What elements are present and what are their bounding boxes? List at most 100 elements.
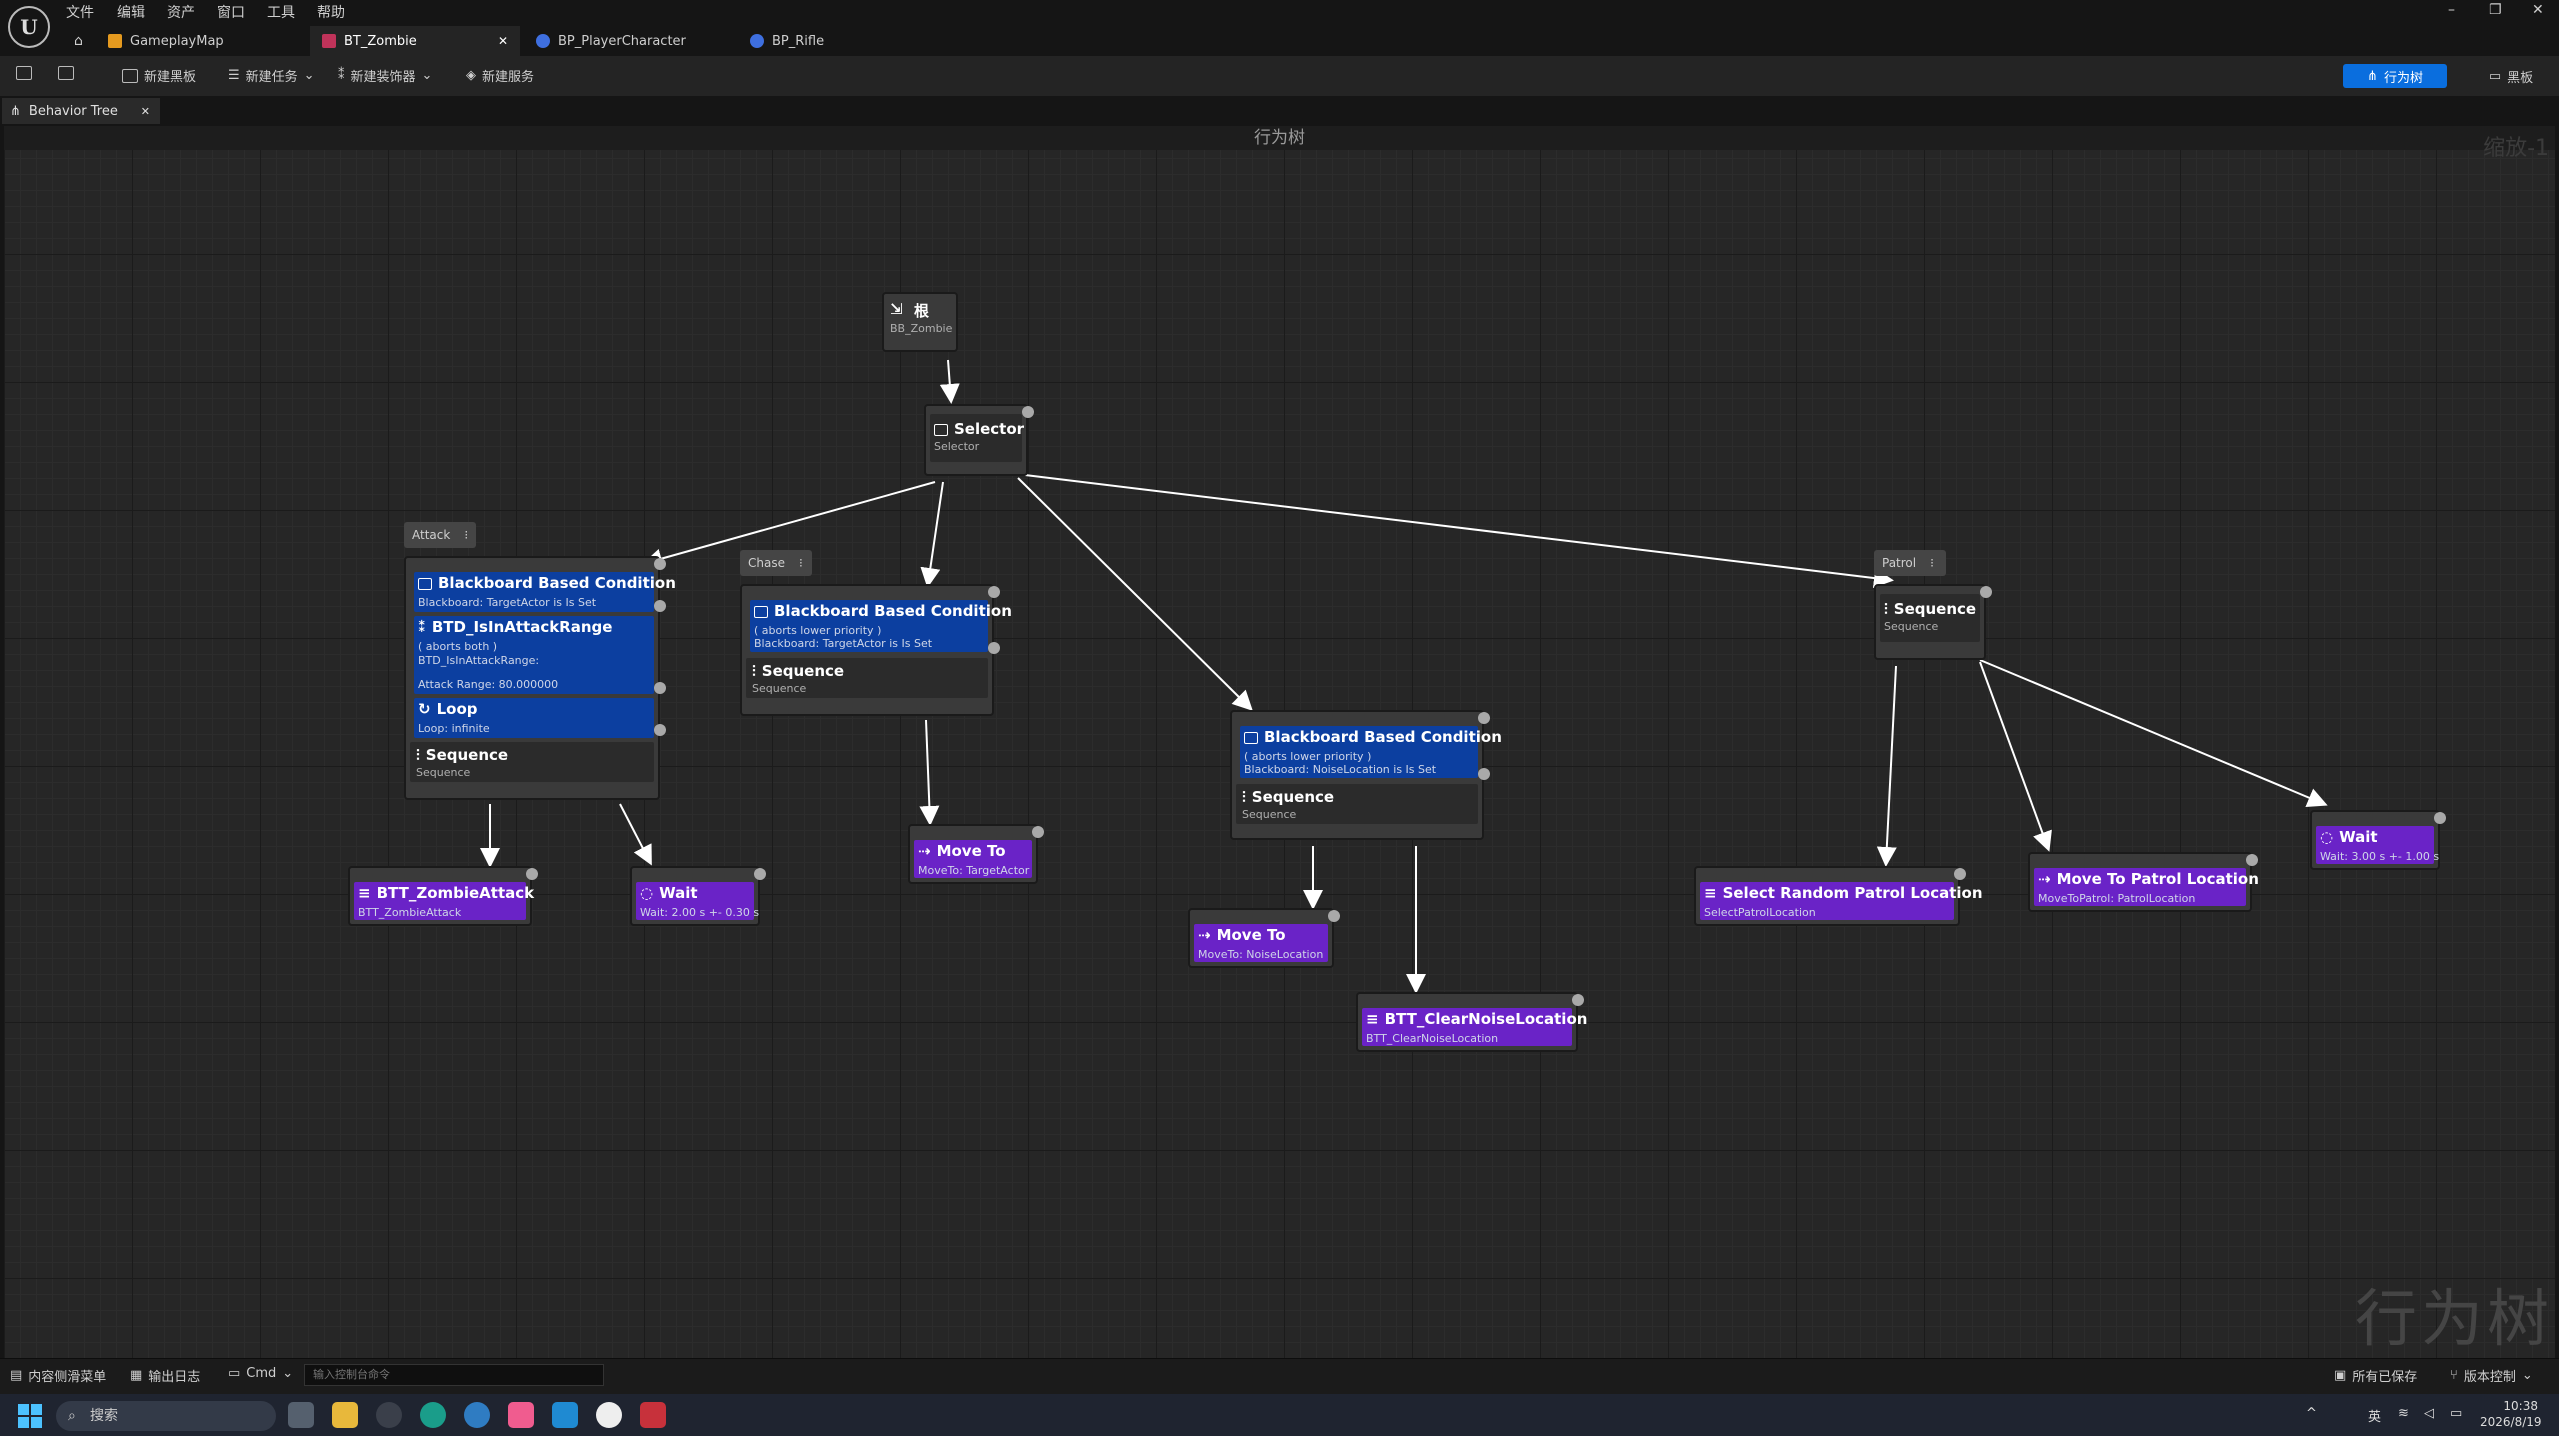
file-explorer-icon[interactable] <box>332 1402 358 1428</box>
close-icon[interactable]: ✕ <box>140 104 150 118</box>
menu-tools[interactable]: 工具 <box>267 5 295 21</box>
blackboard-mode-button[interactable]: ▭ 黑板 <box>2478 64 2544 88</box>
menu-help[interactable]: 帮助 <box>317 5 345 21</box>
taskbar-clock[interactable]: 10:38 2026/8/19 <box>2480 1398 2542 1430</box>
maximize-icon[interactable]: ❐ <box>2489 2 2502 18</box>
task-move-to-target[interactable]: ⇢Move To MoveTo: TargetActor <box>908 824 1044 884</box>
output-pin[interactable] <box>654 558 666 570</box>
battery-icon[interactable]: ▭ <box>2450 1406 2463 1421</box>
bb-condition-decorator[interactable]: Blackboard Based Condition Blackboard: T… <box>414 572 676 612</box>
chase-sequence[interactable]: ⫶Sequence Sequence <box>746 658 988 698</box>
save-status[interactable]: ▣ 所有已保存 <box>2334 1366 2417 1385</box>
comment-chase[interactable]: Chase⁝ <box>740 550 812 576</box>
tab-bt-zombie[interactable]: BT_Zombie ✕ <box>310 26 520 56</box>
bb-condition-decorator[interactable]: Blackboard Based Condition ( aborts lowe… <box>1240 726 1502 778</box>
output-pin[interactable] <box>1954 868 1966 880</box>
patrol-sequence-node[interactable]: ⫶Sequence Sequence <box>1874 584 1992 660</box>
source-control-button[interactable]: ⑂ 版本控制 ⌄ <box>2450 1366 2533 1385</box>
windows-start-icon[interactable] <box>18 1404 42 1428</box>
new-decorator-button[interactable]: ⁑ 新建装饰器 ⌄ <box>338 66 432 85</box>
tab-gameplaymap[interactable]: GameplayMap <box>96 26 306 56</box>
attack-range-decorator[interactable]: ⁑BTD_IsInAttackRange ( aborts both ) BTD… <box>414 616 654 694</box>
decorator-icon: ⁑ <box>418 618 426 636</box>
attack-node[interactable]: Blackboard Based Condition Blackboard: T… <box>404 556 676 800</box>
output-pin[interactable] <box>526 868 538 880</box>
save-button[interactable] <box>16 66 32 80</box>
output-pin[interactable] <box>754 868 766 880</box>
close-icon[interactable]: ✕ <box>2532 2 2544 18</box>
cmd-dropdown[interactable]: ▭ Cmd ⌄ <box>228 1366 293 1381</box>
comment-attack[interactable]: Attack⁝ <box>404 522 476 548</box>
app-icon[interactable] <box>464 1402 490 1428</box>
tab-bp-playercharacter[interactable]: BP_PlayerCharacter <box>524 26 734 56</box>
task-zombie-attack[interactable]: ≡BTT_ZombieAttack BTT_ZombieAttack <box>348 866 538 926</box>
decorator-pin[interactable] <box>1478 768 1490 780</box>
app-icon[interactable] <box>508 1402 534 1428</box>
task-title: Select Random Patrol Location <box>1722 884 1983 902</box>
chase-node[interactable]: Blackboard Based Condition ( aborts lowe… <box>740 584 1012 716</box>
wifi-icon[interactable]: ≋ <box>2398 1406 2409 1421</box>
content-drawer-button[interactable]: ▤ 内容侧滑菜单 <box>10 1366 106 1385</box>
behavior-tree-doc-tab[interactable]: ⋔ Behavior Tree ✕ <box>2 98 160 124</box>
comment-patrol[interactable]: Patrol⁝ <box>1874 550 1946 576</box>
decorator-pin[interactable] <box>654 600 666 612</box>
unreal-logo[interactable]: U <box>8 6 50 48</box>
minimize-icon[interactable]: – <box>2448 2 2455 18</box>
root-node[interactable]: ⇲ 根 BB_Zombie <box>882 292 958 352</box>
close-tab-icon[interactable]: ✕ <box>497 34 508 48</box>
chatgpt-icon[interactable] <box>376 1402 402 1428</box>
vscode-icon[interactable] <box>552 1402 578 1428</box>
chevron-up-icon[interactable]: ^ <box>2306 1406 2317 1421</box>
menu-edit[interactable]: 编辑 <box>117 5 145 21</box>
selector-node[interactable]: Selector Selector <box>924 404 1034 476</box>
browse-button[interactable] <box>58 66 74 80</box>
output-pin[interactable] <box>1980 586 1992 598</box>
bb-condition-decorator[interactable]: Blackboard Based Condition ( aborts lowe… <box>750 600 1012 652</box>
new-service-button[interactable]: ◈ 新建服务 <box>466 66 534 85</box>
menu-window[interactable]: 窗口 <box>217 5 245 21</box>
noise-node[interactable]: Blackboard Based Condition ( aborts lowe… <box>1230 710 1502 840</box>
task-wait-patrol[interactable]: ◌Wait Wait: 3.00 s +- 1.00 s <box>2310 810 2446 870</box>
decorator-pin[interactable] <box>654 682 666 694</box>
home-tab[interactable]: ⌂ <box>62 26 102 56</box>
output-pin[interactable] <box>2434 812 2446 824</box>
language-indicator[interactable]: 英 <box>2368 1410 2382 1425</box>
task-sub: MoveTo: TargetActor <box>918 864 1030 877</box>
sequence-icon: ⫶ <box>416 746 420 764</box>
comment-text: Attack <box>412 528 451 542</box>
menu-asset[interactable]: 资产 <box>167 5 195 21</box>
task-move-to-noise[interactable]: ⇢Move To MoveTo: NoiseLocation <box>1188 908 1340 968</box>
decorator-pin[interactable] <box>988 642 1000 654</box>
output-pin[interactable] <box>2246 854 2258 866</box>
output-pin[interactable] <box>1328 910 1340 922</box>
behavior-tree-mode-button[interactable]: ⋔ 行为树 <box>2343 64 2447 88</box>
output-pin[interactable] <box>1022 406 1034 418</box>
decorator-pin[interactable] <box>654 724 666 736</box>
output-pin[interactable] <box>1032 826 1044 838</box>
output-pin[interactable] <box>1478 712 1490 724</box>
attack-sequence[interactable]: ⫶Sequence Sequence <box>410 742 654 782</box>
volume-icon[interactable]: ◁ <box>2424 1406 2434 1421</box>
noise-sequence[interactable]: ⫶Sequence Sequence <box>1236 784 1478 824</box>
task-clear-noise[interactable]: ≡BTT_ClearNoiseLocation BTT_ClearNoiseLo… <box>1356 992 1587 1052</box>
unreal-engine-icon[interactable] <box>596 1402 622 1428</box>
tab-bp-rifle[interactable]: BP_Rifle <box>738 26 948 56</box>
output-pin[interactable] <box>1572 994 1584 1006</box>
taskbar-search[interactable]: ⌕ 搜索 <box>56 1401 276 1431</box>
app-icon[interactable] <box>640 1402 666 1428</box>
loop-decorator[interactable]: ↻Loop Loop: infinite <box>414 698 654 738</box>
task-select-patrol[interactable]: ≡Select Random Patrol Location SelectPat… <box>1694 866 1983 926</box>
wire-patrol-move <box>1979 661 2052 852</box>
task-move-patrol[interactable]: ⇢Move To Patrol Location MoveToPatrol: P… <box>2028 852 2259 912</box>
output-pin[interactable] <box>988 586 1000 598</box>
task-view-icon[interactable] <box>288 1402 314 1428</box>
menu-file[interactable]: 文件 <box>66 5 94 21</box>
edge-icon[interactable] <box>420 1402 446 1428</box>
new-task-button[interactable]: ☰ 新建任务 ⌄ <box>228 66 315 85</box>
task-wait-attack[interactable]: ◌Wait Wait: 2.00 s +- 0.30 s <box>630 866 766 926</box>
console-command-input[interactable] <box>304 1364 604 1386</box>
task-sub: MoveTo: NoiseLocation <box>1198 948 1324 961</box>
output-log-button[interactable]: ▦ 输出日志 <box>130 1366 200 1385</box>
blueprint-icon <box>536 34 550 48</box>
new-blackboard-button[interactable]: 新建黑板 <box>122 66 196 85</box>
